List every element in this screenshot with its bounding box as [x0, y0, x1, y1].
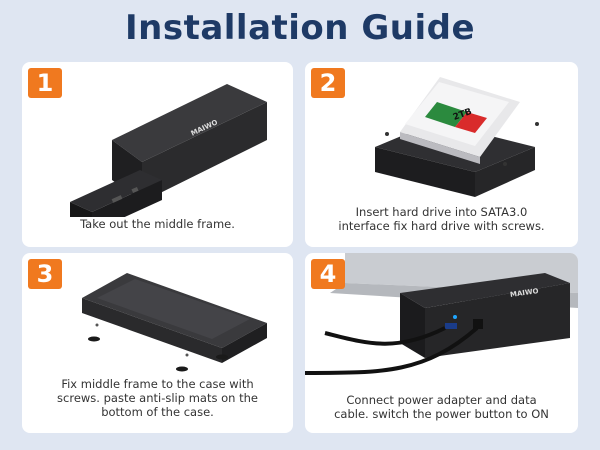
case-bottom-illustration	[82, 273, 267, 372]
step-4-badge: 4	[311, 259, 345, 289]
step-1-panel: 1 MAIWO Take out the middle frame.	[22, 62, 293, 247]
step-2-panel: 2 2TB Insert hard drive into SATA3.0 int…	[305, 62, 578, 247]
step-1-caption: Take out the middle frame.	[80, 217, 235, 231]
step-4-panel: 4 MAIWO Connect power adapter and data c…	[305, 253, 578, 433]
hard-drive-insert-illustration	[375, 77, 539, 197]
enclosure-open-illustration	[70, 84, 267, 217]
step-3-badge: 3	[28, 259, 62, 289]
step-3-panel: 3 Fix middle frame to the case with scre…	[22, 253, 293, 433]
step-3-caption: Fix middle frame to the case with screws…	[57, 377, 258, 419]
step-2-caption: Insert hard drive into SATA3.0 interface…	[338, 205, 545, 233]
step-4-caption: Connect power adapter and data cable. sw…	[334, 393, 549, 421]
step-2-badge: 2	[311, 68, 345, 98]
connect-cables-illustration	[305, 253, 578, 375]
step-1-badge: 1	[28, 68, 62, 98]
page-title: Installation Guide	[124, 8, 475, 48]
